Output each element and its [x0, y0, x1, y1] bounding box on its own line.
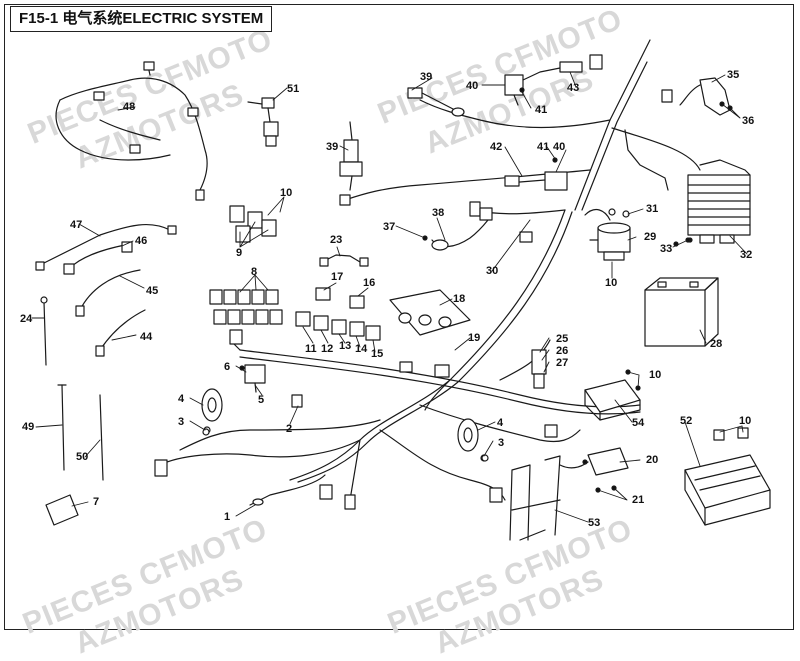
callout-27: 27 — [556, 357, 568, 369]
part-1-sensor — [249, 474, 326, 506]
part-49-50-ties — [57, 384, 104, 481]
diagram-title: F15-1 电气系统ELECTRIC SYSTEM — [10, 6, 272, 32]
main-wiring-harness — [159, 39, 701, 501]
part-39-sensor — [407, 87, 465, 117]
callout-47: 47 — [70, 219, 82, 231]
callout-19: 19 — [468, 332, 480, 344]
part-51-sensor — [247, 97, 279, 147]
callout-25: 25 — [556, 333, 568, 345]
part-44-47-harnesses — [35, 224, 177, 357]
callout-33: 33 — [660, 243, 672, 255]
callout-37: 37 — [383, 221, 395, 233]
title-en: ELECTRIC SYSTEM — [122, 10, 264, 27]
part-4-horn-left — [201, 388, 223, 434]
callout-8: 8 — [251, 266, 257, 278]
callout-44: 44 — [140, 331, 153, 343]
leader-lines — [31, 71, 748, 523]
title-code: F15-1 — [19, 10, 59, 27]
callout-2: 2 — [286, 423, 292, 435]
callout-30: 30 — [486, 265, 498, 277]
callout-41: 41 — [535, 104, 547, 116]
part-52-module — [684, 427, 771, 526]
part-33-fastener — [673, 237, 691, 247]
callout-7: 7 — [93, 496, 99, 508]
callout-3: 3 — [498, 437, 504, 449]
callout-43: 43 — [567, 82, 579, 94]
callout-50: 50 — [76, 451, 88, 463]
part-24-tie — [40, 296, 48, 366]
callout-13: 13 — [339, 340, 351, 352]
callout-3: 3 — [178, 416, 184, 428]
part-54-ecu — [584, 369, 641, 421]
callout-4: 4 — [497, 417, 504, 429]
part-20-21-regulator — [559, 447, 629, 493]
part-23-connector — [319, 254, 369, 267]
part-25-27-sensor — [531, 349, 547, 389]
callout-9: 9 — [236, 247, 242, 259]
callout-12: 12 — [321, 343, 333, 355]
callout-14: 14 — [355, 343, 368, 355]
callout-39: 39 — [420, 71, 432, 83]
part-32-regulator — [687, 159, 751, 244]
callout-54: 54 — [632, 417, 645, 429]
callout-10: 10 — [605, 277, 617, 289]
callout-15: 15 — [371, 348, 383, 360]
callout-51: 51 — [287, 83, 299, 95]
callout-32: 32 — [740, 249, 752, 261]
callout-45: 45 — [146, 285, 158, 297]
part-29-starter-relay — [584, 208, 631, 261]
callout-46: 46 — [135, 235, 147, 247]
callout-28: 28 — [710, 338, 722, 350]
part-8-fuses — [209, 289, 283, 345]
callout-49: 49 — [22, 421, 34, 433]
callout-4: 4 — [178, 393, 185, 405]
part-16-17-relays — [315, 287, 365, 309]
callout-10: 10 — [280, 187, 292, 199]
part-3-bolts — [202, 428, 489, 462]
part-39-speed-sensor — [339, 121, 363, 191]
part-38-sensor — [422, 207, 493, 251]
callout-21: 21 — [632, 494, 644, 506]
callout-42: 42 — [490, 141, 502, 153]
callout-1: 1 — [224, 511, 230, 523]
callout-29: 29 — [644, 231, 656, 243]
callout-41: 41 — [537, 141, 549, 153]
title-cn: 电气系统 — [62, 10, 123, 27]
part-18-fuse-box — [389, 289, 471, 336]
callout-31: 31 — [646, 203, 658, 215]
callout-24: 24 — [20, 313, 33, 325]
callout-10: 10 — [649, 369, 661, 381]
part-2-connector — [291, 394, 303, 408]
part-5-6-sensor — [239, 364, 266, 393]
callout-18: 18 — [453, 293, 465, 305]
callout-36: 36 — [742, 115, 754, 127]
callout-53: 53 — [588, 517, 600, 529]
callout-52: 52 — [680, 415, 692, 427]
callout-6: 6 — [224, 361, 230, 373]
callout-17: 17 — [331, 271, 343, 283]
callout-39: 39 — [326, 141, 338, 153]
part-7-plate — [45, 494, 79, 526]
part-35-36-connector — [661, 77, 733, 116]
callout-16: 16 — [363, 277, 375, 289]
part-40-43-cluster — [504, 54, 603, 106]
part-9-relays — [229, 205, 277, 243]
callout-40: 40 — [466, 80, 478, 92]
callout-numbers: 1 2 3 3 4 4 5 6 7 8 9 10 10 10 10 11 12 … — [20, 69, 754, 529]
callout-26: 26 — [556, 345, 568, 357]
callout-38: 38 — [432, 207, 444, 219]
callout-35: 35 — [727, 69, 739, 81]
part-53-strap — [509, 455, 561, 541]
callout-5: 5 — [258, 394, 264, 406]
part-28-battery — [644, 277, 719, 347]
callout-20: 20 — [646, 454, 658, 466]
exploded-parts-diagram: 1 2 3 3 4 4 5 6 7 8 9 10 10 10 10 11 12 … — [20, 39, 771, 541]
callout-40: 40 — [553, 141, 565, 153]
part-48-harness — [55, 61, 208, 201]
part-11-15-relays — [295, 311, 381, 341]
callout-10: 10 — [739, 415, 751, 427]
callout-23: 23 — [330, 234, 342, 246]
callout-48: 48 — [123, 101, 135, 113]
callout-11: 11 — [305, 343, 317, 355]
